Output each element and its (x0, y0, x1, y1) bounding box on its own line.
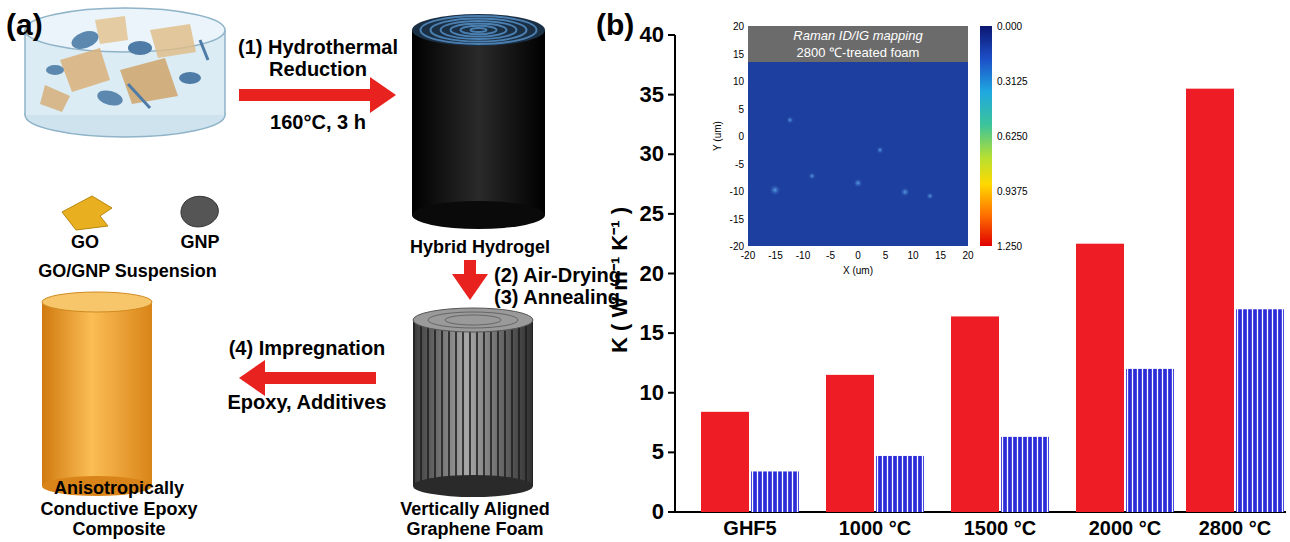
panel-letter: (b) (596, 8, 634, 41)
inset-title: 2800 ℃-treated foam (797, 46, 920, 60)
axis-tick-label: 15 (640, 321, 664, 345)
axis-tick (668, 153, 675, 155)
bar-red (951, 316, 999, 512)
stage-label: Hybrid Hydrogel (410, 237, 550, 258)
axis-tick (668, 451, 675, 453)
axis-tick (668, 511, 675, 513)
inset-tick-label: 10 (907, 250, 918, 261)
bar-red (826, 375, 874, 512)
axis-tick-label: 0 (652, 500, 664, 524)
inset-tick-label: -15 (730, 213, 744, 224)
category-label: 1500 °C (964, 517, 1037, 539)
stage-label: Vertically Aligned Graphene Foam (380, 499, 570, 540)
inset-title: Raman ID/IG mapping (793, 29, 922, 43)
panel-letter: (a) (6, 8, 43, 41)
category-label: 2800 °C (1199, 517, 1272, 539)
bar-blue (1126, 369, 1174, 512)
axis-tick (668, 213, 675, 215)
arrow-head (370, 77, 396, 113)
inset-tick-label: -5 (735, 158, 744, 169)
inset-tick-label: 0 (855, 250, 861, 261)
inset-tick-label: -15 (768, 250, 782, 261)
inset-tick-label: 5 (738, 103, 744, 114)
stage-label: GO/GNP Suspension (38, 261, 217, 282)
beaker (25, 8, 225, 137)
process-arrow (452, 260, 488, 300)
inset-tick-label: 20 (962, 250, 973, 261)
arrow-shaft (239, 89, 374, 101)
axis-tick-label: 20 (640, 261, 664, 285)
category-label: GHF5 (723, 517, 776, 539)
axis-tick-label: 5 (652, 440, 664, 464)
process-condition: Epoxy, Additives (228, 391, 387, 413)
axis-title: Y (um) (712, 121, 723, 151)
axis-tick (668, 273, 675, 275)
inset-tick-label: 15 (935, 250, 946, 261)
axis-tick (668, 94, 675, 96)
category-label: 2000 °C (1089, 517, 1162, 539)
axis-tick (668, 392, 675, 394)
process-stage: Hybrid Hydrogel (400, 8, 560, 258)
bar-blue (1236, 309, 1284, 512)
legend-label: GNP (180, 233, 219, 253)
process-stage: GO/GNP Suspension (20, 8, 235, 282)
axis-title: X (um) (843, 265, 873, 276)
step-label: (2) Air-Drying (3) Annealing (494, 264, 644, 308)
axis-tick-label: 40 (640, 23, 664, 47)
axis-tick-label: 10 (640, 381, 664, 405)
step-label: (1) Hydrothermal Reduction (233, 36, 403, 80)
colorbar-label: 0.6250 (997, 131, 1028, 142)
process-stage: Anisotropically Conductive Epoxy Composi… (3, 285, 235, 540)
process-arrow (239, 77, 396, 113)
inset-tick-label: 0 (738, 131, 744, 142)
arrow-shaft (261, 372, 376, 384)
legend-label: GO (71, 233, 99, 253)
bar-red (1076, 244, 1124, 512)
axis-tick-label: 35 (640, 83, 664, 107)
step-label: (4) Impregnation (187, 337, 427, 359)
bar-red (701, 412, 749, 512)
inset-tick-label: -10 (796, 250, 810, 261)
hydrogel-cylinder (412, 14, 545, 229)
category-label: 1000 °C (839, 517, 912, 539)
axis-tick-label: 30 (640, 142, 664, 166)
inset-tick-label: 15 (733, 48, 744, 59)
axis-tick (668, 34, 675, 36)
bar-blue (1001, 437, 1049, 512)
process-arrow (239, 360, 376, 396)
colorbar-label: 0.9375 (997, 186, 1028, 197)
axis-tick (668, 332, 675, 334)
bar-blue (876, 456, 924, 512)
bar-red (1186, 89, 1234, 512)
colorbar-label: 0.000 (997, 21, 1022, 32)
process-stage: Vertically Aligned Graphene Foam (380, 302, 570, 540)
graphene-foam (413, 308, 533, 497)
axis-tick-label: 25 (640, 202, 664, 226)
arrow-head (239, 360, 265, 396)
stage-label: Anisotropically Conductive Epoxy Composi… (3, 478, 235, 540)
inset-tick-label: 20 (733, 21, 744, 32)
colorbar-label: 1.250 (997, 241, 1022, 252)
inset-tick-label: -20 (741, 250, 755, 261)
arrow-head (452, 274, 488, 300)
epoxy-cylinder (42, 292, 152, 496)
bar-blue (751, 471, 799, 512)
colorbar-label: 0.3125 (997, 76, 1028, 87)
process-condition: 160°C, 3 h (270, 111, 366, 133)
legend-icons (62, 196, 218, 230)
raman-inset (748, 26, 992, 246)
inset-tick-label: 5 (883, 250, 889, 261)
inset-tick-label: -5 (826, 250, 835, 261)
inset-tick-label: -10 (730, 186, 744, 197)
inset-tick-label: 10 (733, 76, 744, 87)
